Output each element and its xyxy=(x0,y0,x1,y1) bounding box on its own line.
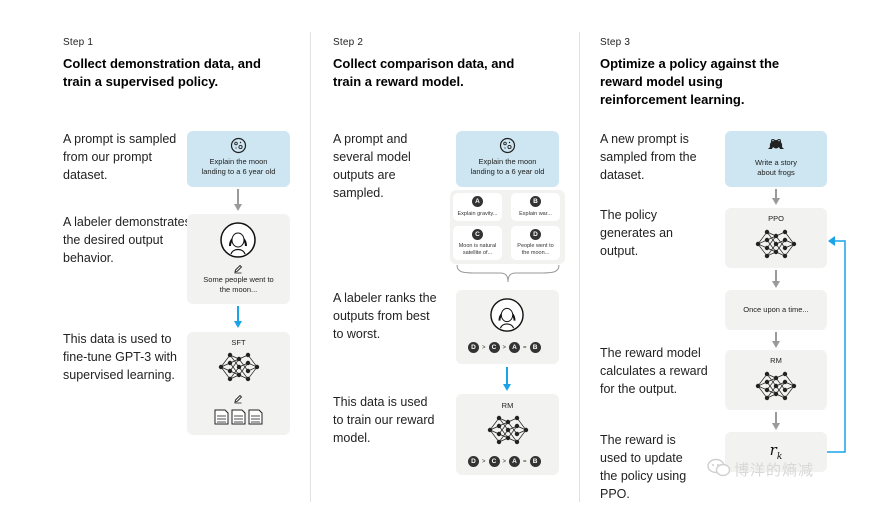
frog-icon xyxy=(767,137,785,158)
output-letter-b: B xyxy=(530,196,541,207)
step3-desc-update: The reward is used to update the policy … xyxy=(600,433,687,501)
rank-op-2: > xyxy=(502,344,507,351)
neural-network-icon xyxy=(487,413,529,452)
output-card-b: B Explain war... xyxy=(511,193,560,221)
step1-sft-box: SFT xyxy=(187,332,290,435)
step3-desc-prompt: A new prompt is sampled from the dataset… xyxy=(600,132,697,182)
feedback-loop-arrow xyxy=(827,230,853,461)
rank-d: D xyxy=(468,456,479,467)
rank-op-1: > xyxy=(482,344,486,351)
step3-desc-policy: The policy generates an output. xyxy=(600,208,673,258)
output-text-a: Explain gravity... xyxy=(457,211,498,217)
output-letter-a: A xyxy=(472,196,483,207)
rank-op-3: = xyxy=(523,458,527,465)
step1-output-text: Some people went to the moon... xyxy=(203,275,274,294)
labeler-avatar-icon xyxy=(490,298,524,337)
step2-outputs-panel: A Explain gravity... B Explain war... C … xyxy=(450,190,565,264)
step1-label: Step 1 xyxy=(63,37,94,48)
rank-b: B xyxy=(529,342,541,353)
step3-prompt-text: Write a story about frogs xyxy=(755,158,797,177)
output-card-c: C Moon is natural satellite of... xyxy=(453,226,502,260)
step1-title: Collect demonstration data, and train a … xyxy=(63,56,261,89)
rank-op-3: = xyxy=(523,344,527,351)
brace-connector xyxy=(456,264,560,289)
watermark-text: 博洋的熵减 xyxy=(734,462,815,479)
step3-prompt-box: Write a story about frogs xyxy=(725,131,827,187)
step2-prompt-box: Explain the moon landing to a 6 year old xyxy=(456,131,559,187)
step3-reward-box: rk xyxy=(725,432,827,472)
output-card-a: A Explain gravity... xyxy=(453,193,502,221)
step3-output-box: Once upon a time... xyxy=(725,290,827,330)
step2-desc-train: This data is used to train our reward mo… xyxy=(333,395,435,445)
pencil-icon xyxy=(233,261,243,279)
rank-op-1: > xyxy=(482,458,486,465)
ppo-label: PPO xyxy=(768,214,784,223)
step2-desc-rank: A labeler ranks the outputs from best to… xyxy=(333,291,437,341)
reward-symbol: r xyxy=(769,441,777,459)
rank-a: A xyxy=(509,342,521,353)
step1-prompt-text: Explain the moon landing to a 6 year old xyxy=(201,157,276,176)
output-card-d: D People went to the moon... xyxy=(511,226,560,260)
column-divider-2 xyxy=(579,32,580,502)
rank-a: A xyxy=(509,456,521,467)
step1-desc-labeler: A labeler demonstrates the desired outpu… xyxy=(63,215,191,265)
rank-d: D xyxy=(468,342,479,353)
moon-icon xyxy=(499,137,516,159)
step2-title: Collect comparison data, and train a rew… xyxy=(333,56,515,89)
reward-value: rk xyxy=(725,441,827,462)
ranking-row: D > C > A = B xyxy=(468,456,541,467)
ranking-row: D > C > A = B xyxy=(468,342,541,353)
step3-label: Step 3 xyxy=(600,37,631,48)
step2-prompt-text: Explain the moon landing to a 6 year old xyxy=(470,157,545,176)
step3-output-text: Once upon a time... xyxy=(743,305,809,314)
column-divider-1 xyxy=(310,32,311,502)
output-letter-c: C xyxy=(472,229,483,240)
step3-ppo-box: PPO xyxy=(725,208,827,268)
step2-ranking-box: D > C > A = B xyxy=(456,290,559,364)
output-text-d: People went to the moon... xyxy=(517,243,554,256)
rank-op-2: > xyxy=(502,458,507,465)
rank-c: C xyxy=(488,342,500,353)
documents-icon xyxy=(214,409,264,430)
neural-network-icon xyxy=(218,350,260,389)
step3-desc-reward-model: The reward model calculates a reward for… xyxy=(600,346,708,396)
output-text-c: Moon is natural satellite of... xyxy=(458,243,497,256)
step2-label: Step 2 xyxy=(333,37,364,48)
output-text-b: Explain war... xyxy=(519,211,552,217)
sft-label: SFT xyxy=(231,338,246,347)
moon-icon xyxy=(230,137,247,159)
step1-desc-finetune: This data is used to fine-tune GPT-3 wit… xyxy=(63,332,177,382)
step3-rm-label: RM xyxy=(770,356,782,365)
step1-labeler-box: Some people went to the moon... xyxy=(187,214,290,304)
labeler-avatar-icon xyxy=(220,222,256,263)
step2-rm-box: RM D > C > A = B xyxy=(456,394,559,475)
rank-c: C xyxy=(488,456,500,467)
step3-rm-box: RM xyxy=(725,350,827,410)
rm-label: RM xyxy=(501,401,514,410)
neural-network-icon xyxy=(755,369,797,408)
step2-desc-sample: A prompt and several model outputs are s… xyxy=(333,132,411,200)
step3-title: Optimize a policy against the reward mod… xyxy=(600,56,780,107)
step1-prompt-box: Explain the moon landing to a 6 year old xyxy=(187,131,290,187)
pencil-icon xyxy=(233,391,243,409)
output-letter-d: D xyxy=(530,229,541,240)
wechat-icon xyxy=(707,458,731,483)
neural-network-icon xyxy=(755,227,797,266)
rank-b: B xyxy=(529,456,541,467)
reward-subscript: k xyxy=(776,452,783,462)
step1-desc-prompt: A prompt is sampled from our prompt data… xyxy=(63,132,177,182)
